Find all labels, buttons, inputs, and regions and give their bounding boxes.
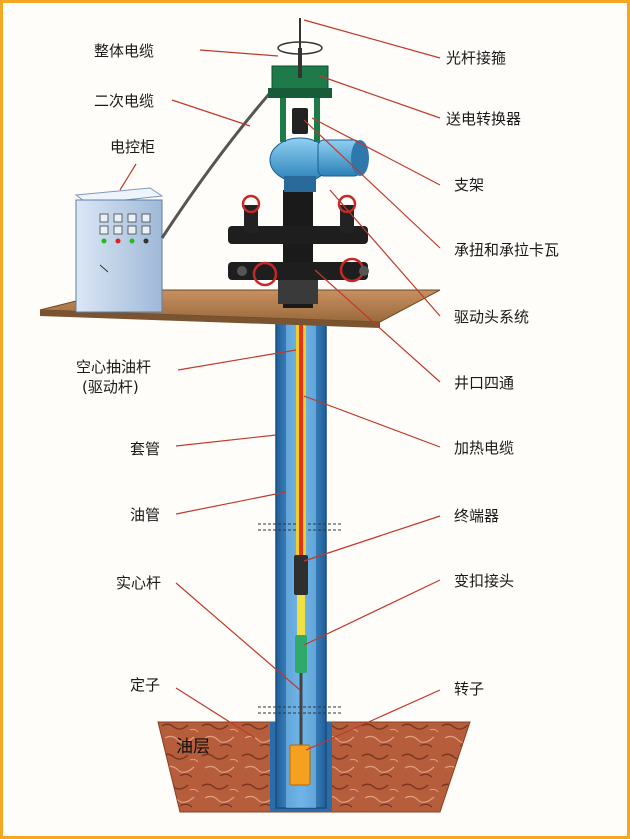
label-terminator: 终端器 [454,507,499,525]
label-rotor: 转子 [454,680,484,698]
leader-control-cabinet [119,163,137,191]
leader-wellhead-cross [314,269,441,383]
label-solid-rod: 实心杆 [116,574,161,592]
leader-power-converter [319,75,441,119]
control-cabinet [74,187,164,313]
leader-solid-rod [175,582,301,691]
leader-polished-rod-clamp [303,19,441,59]
label-drive-head: 驱动头系统 [454,308,529,326]
label-heating-cable: 加热电缆 [454,439,514,457]
label-control-cabinet: 电控柜 [110,138,155,156]
leader-casing [175,434,277,447]
drive-head-system [269,137,369,192]
label-tubing: 油管 [130,506,160,524]
leader-secondary-cable [171,99,251,127]
label-hollow-rod: 空心抽油杆 [76,358,151,376]
leader-rotor [305,689,441,751]
leader-tubing [175,491,287,515]
leader-stator [175,687,256,739]
leader-torque-slips [303,119,441,249]
label-stator: 定子 [130,676,160,694]
label-hollow-rod-alias: (驱动杆) [82,378,139,396]
label-torque-slips: 承扭和承拉卡瓦 [454,241,559,259]
label-casing: 套管 [130,440,160,458]
wellhead-cross [228,190,369,308]
leader-heating-cable [303,395,441,448]
leader-integral-cable [199,49,279,57]
label-polished-rod-clamp: 光杆接箍 [446,49,506,67]
leader-bracket [311,117,441,186]
label-secondary-cable: 二次电缆 [94,92,154,110]
label-power-converter: 送电转换器 [446,110,521,128]
leader-lines [119,19,441,751]
label-oil-layer: 油层 [176,737,210,757]
leader-terminator [303,515,441,562]
hollow-rod [296,312,306,572]
label-integral-cable: 整体电缆 [94,42,154,60]
label-wellhead-cross: 井口四通 [454,374,514,392]
rotor [289,744,311,786]
leader-crossover [303,579,441,646]
leader-hollow-rod [177,349,297,371]
label-bracket: 支架 [454,176,484,194]
leader-drive-head [329,189,441,317]
label-crossover: 变扣接头 [454,572,514,590]
